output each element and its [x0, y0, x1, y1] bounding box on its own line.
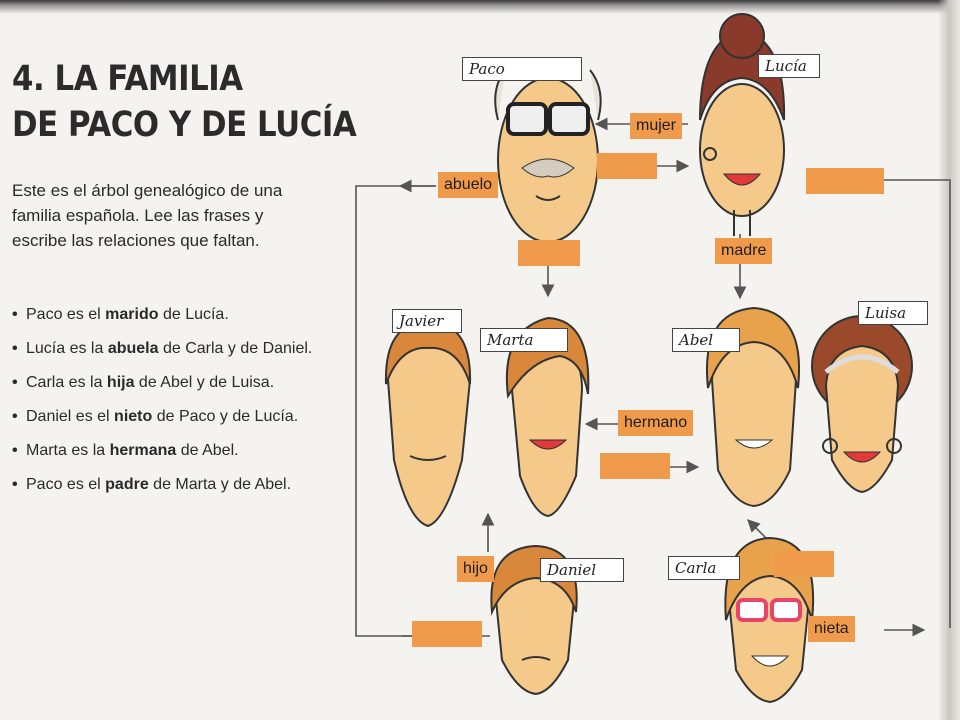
lucia-face: [699, 13, 786, 236]
relation-label-hijo: hijo: [457, 556, 494, 582]
name-label-marta: Marta: [480, 328, 568, 352]
sentence-text-start: Paco es el: [26, 476, 106, 493]
line-left-frame: [355, 185, 436, 637]
sentence-text-start: Marta es la: [26, 442, 110, 459]
name-label-paco: Paco: [462, 57, 582, 81]
sentence-relation-word: padre: [105, 476, 149, 493]
bullet-icon: •: [12, 408, 18, 425]
sentence-relation-word: marido: [105, 306, 159, 323]
relation-label-nieta: nieta: [808, 616, 855, 642]
sentence-text-start: Daniel es el: [26, 408, 115, 425]
bullet-icon: •: [12, 476, 18, 493]
name-label-carla: Carla: [668, 556, 740, 580]
answer-blank-daniel-left[interactable]: [412, 621, 482, 647]
sentence-text-end: de Abel.: [176, 442, 239, 459]
page-top-shadow: [0, 0, 960, 14]
name-label-abel: Abel: [672, 328, 740, 352]
sentence-relation-word: abuela: [107, 340, 159, 357]
sentence-text-start: Lucía es la: [26, 340, 108, 357]
name-label-javier: Javier: [392, 309, 462, 333]
sentence-relation-word: nieto: [114, 408, 153, 425]
luisa-face: [811, 315, 913, 494]
page-title: 4. LA FAMILIA DE PACO Y DE LUCÍA: [12, 56, 357, 148]
sentence-relation-word: hermana: [109, 442, 177, 459]
title-line-1: 4. LA FAMILIA: [12, 59, 243, 99]
relation-label-hermano: hermano: [618, 410, 694, 436]
bullet-icon: •: [12, 306, 18, 323]
sentence-text-end: de Carla y de Daniel.: [158, 340, 313, 357]
sentence-item: • Lucía es la abuela de Carla y de Daniel…: [12, 339, 342, 373]
paco-face: [494, 69, 602, 243]
name-label-lucia: Lucía: [758, 54, 820, 78]
answer-blank-carla-up[interactable]: [774, 551, 834, 577]
sentence-text-end: de Marta y de Abel.: [148, 476, 292, 493]
sentence-list: • Paco es el marido de Lucía. • Lucía es la…: [12, 305, 342, 509]
intro-text: Este es el árbol genealógico de una fami…: [12, 181, 283, 250]
bullet-icon: •: [12, 340, 18, 357]
sentence-item: • Paco es el padre de Marta y de Abel.: [12, 475, 342, 509]
sentence-text-end: de Abel y de Luisa.: [134, 374, 275, 391]
sentence-item: • Carla es la hija de Abel y de Luisa.: [12, 373, 342, 407]
bullet-icon: •: [12, 442, 18, 459]
name-label-daniel: Daniel: [540, 558, 624, 582]
line-right-frame: [884, 179, 951, 628]
sentence-text-end: de Lucía.: [158, 306, 229, 323]
answer-blank-paco-lucia[interactable]: [597, 153, 657, 179]
relation-label-abuelo: abuelo: [438, 172, 499, 198]
answer-blank-paco-down[interactable]: [518, 240, 580, 266]
relation-label-madre: madre: [715, 238, 773, 264]
answer-blank-marta-abel[interactable]: [600, 453, 670, 479]
sentence-relation-word: hija: [106, 374, 135, 391]
bullet-icon: •: [12, 374, 18, 391]
sentence-item: • Daniel es el nieto de Paco y de Lucía.: [12, 407, 342, 441]
relation-label-mujer: mujer: [630, 113, 683, 139]
answer-blank-lucia-right[interactable]: [806, 168, 884, 194]
sentence-text-start: Paco es el: [26, 306, 106, 323]
title-line-2: DE PACO Y DE LUCÍA: [12, 105, 357, 145]
sentence-item: • Marta es la hermana de Abel.: [12, 441, 342, 475]
sentence-text-end: de Paco y de Lucía.: [152, 408, 299, 425]
name-label-luisa: Luisa: [858, 301, 928, 325]
javier-face: [384, 320, 472, 528]
sentence-item: • Paco es el marido de Lucía.: [12, 305, 342, 339]
sentence-text-start: Carla es la: [26, 374, 107, 391]
